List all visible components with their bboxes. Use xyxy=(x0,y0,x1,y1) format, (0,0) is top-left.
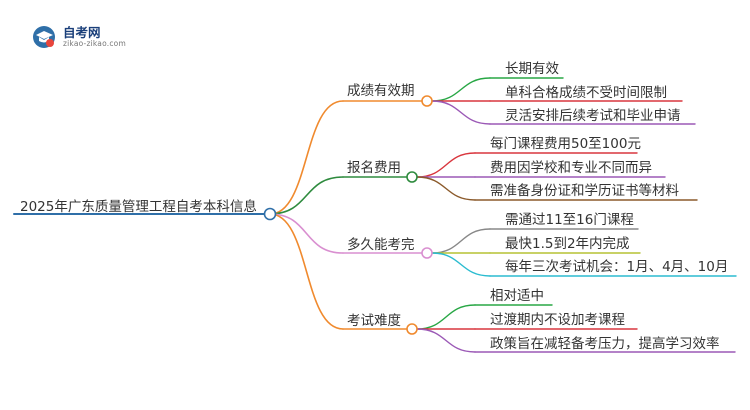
branch-connector xyxy=(269,213,344,254)
site-logo[interactable]: 自考网 zikao-zikao.com xyxy=(30,20,140,54)
leaf-fee-per-course[interactable]: 每门课程费用50至100元 xyxy=(490,136,641,152)
branch-score-validity[interactable]: 成绩有效期 xyxy=(347,83,415,99)
leaf-flexible-arrangement[interactable]: 灵活安排后续考试和毕业申请 xyxy=(505,108,681,124)
leaf-fastest-completion[interactable]: 最快1.5到2年内完成 xyxy=(505,236,630,252)
leaf-policy-reduce-pressure[interactable]: 政策旨在减轻备考压力，提高学习效率 xyxy=(490,336,720,352)
branch-connector xyxy=(269,213,344,330)
branch-connector xyxy=(269,100,344,215)
logo-url: zikao-zikao.com xyxy=(63,39,126,48)
branch-registration-fee[interactable]: 报名费用 xyxy=(347,160,401,176)
branch-node[interactable] xyxy=(421,247,433,259)
leaf-connector xyxy=(431,77,491,102)
leaf-connector xyxy=(416,304,476,330)
leaf-connector xyxy=(431,252,491,277)
branch-node[interactable] xyxy=(406,171,418,183)
leaf-long-term-valid[interactable]: 长期有效 xyxy=(505,61,559,77)
leaf-prepare-documents[interactable]: 需准备身份证和学历证书等材料 xyxy=(490,183,679,199)
leaf-connector xyxy=(431,228,491,254)
leaf-connector xyxy=(416,328,476,353)
leaf-fee-varies[interactable]: 费用因学校和专业不同而异 xyxy=(490,160,652,176)
leaf-no-extra-courses[interactable]: 过渡期内不设加考课程 xyxy=(490,312,625,328)
graduation-cap-icon xyxy=(33,26,55,48)
leaf-single-subject-no-limit[interactable]: 单科合格成绩不受时间限制 xyxy=(505,85,667,101)
branch-connector xyxy=(269,176,344,215)
leaf-exam-opportunities[interactable]: 每年三次考试机会：1月、4月、10月 xyxy=(505,259,729,275)
branch-completion-time[interactable]: 多久能考完 xyxy=(347,237,415,253)
logo-name: 自考网 xyxy=(63,25,101,40)
branch-node[interactable] xyxy=(421,95,433,107)
root-topic[interactable]: 2025年广东质量管理工程自考本科信息 xyxy=(20,199,257,215)
leaf-connector xyxy=(416,176,476,201)
leaf-connector xyxy=(416,152,476,178)
leaf-relatively-moderate[interactable]: 相对适中 xyxy=(490,288,544,304)
root-node[interactable] xyxy=(263,207,277,221)
leaf-connector xyxy=(431,100,491,125)
branch-node[interactable] xyxy=(406,323,418,335)
leaf-pass-courses[interactable]: 需通过11至16门课程 xyxy=(505,212,634,228)
branch-exam-difficulty[interactable]: 考试难度 xyxy=(347,313,401,329)
